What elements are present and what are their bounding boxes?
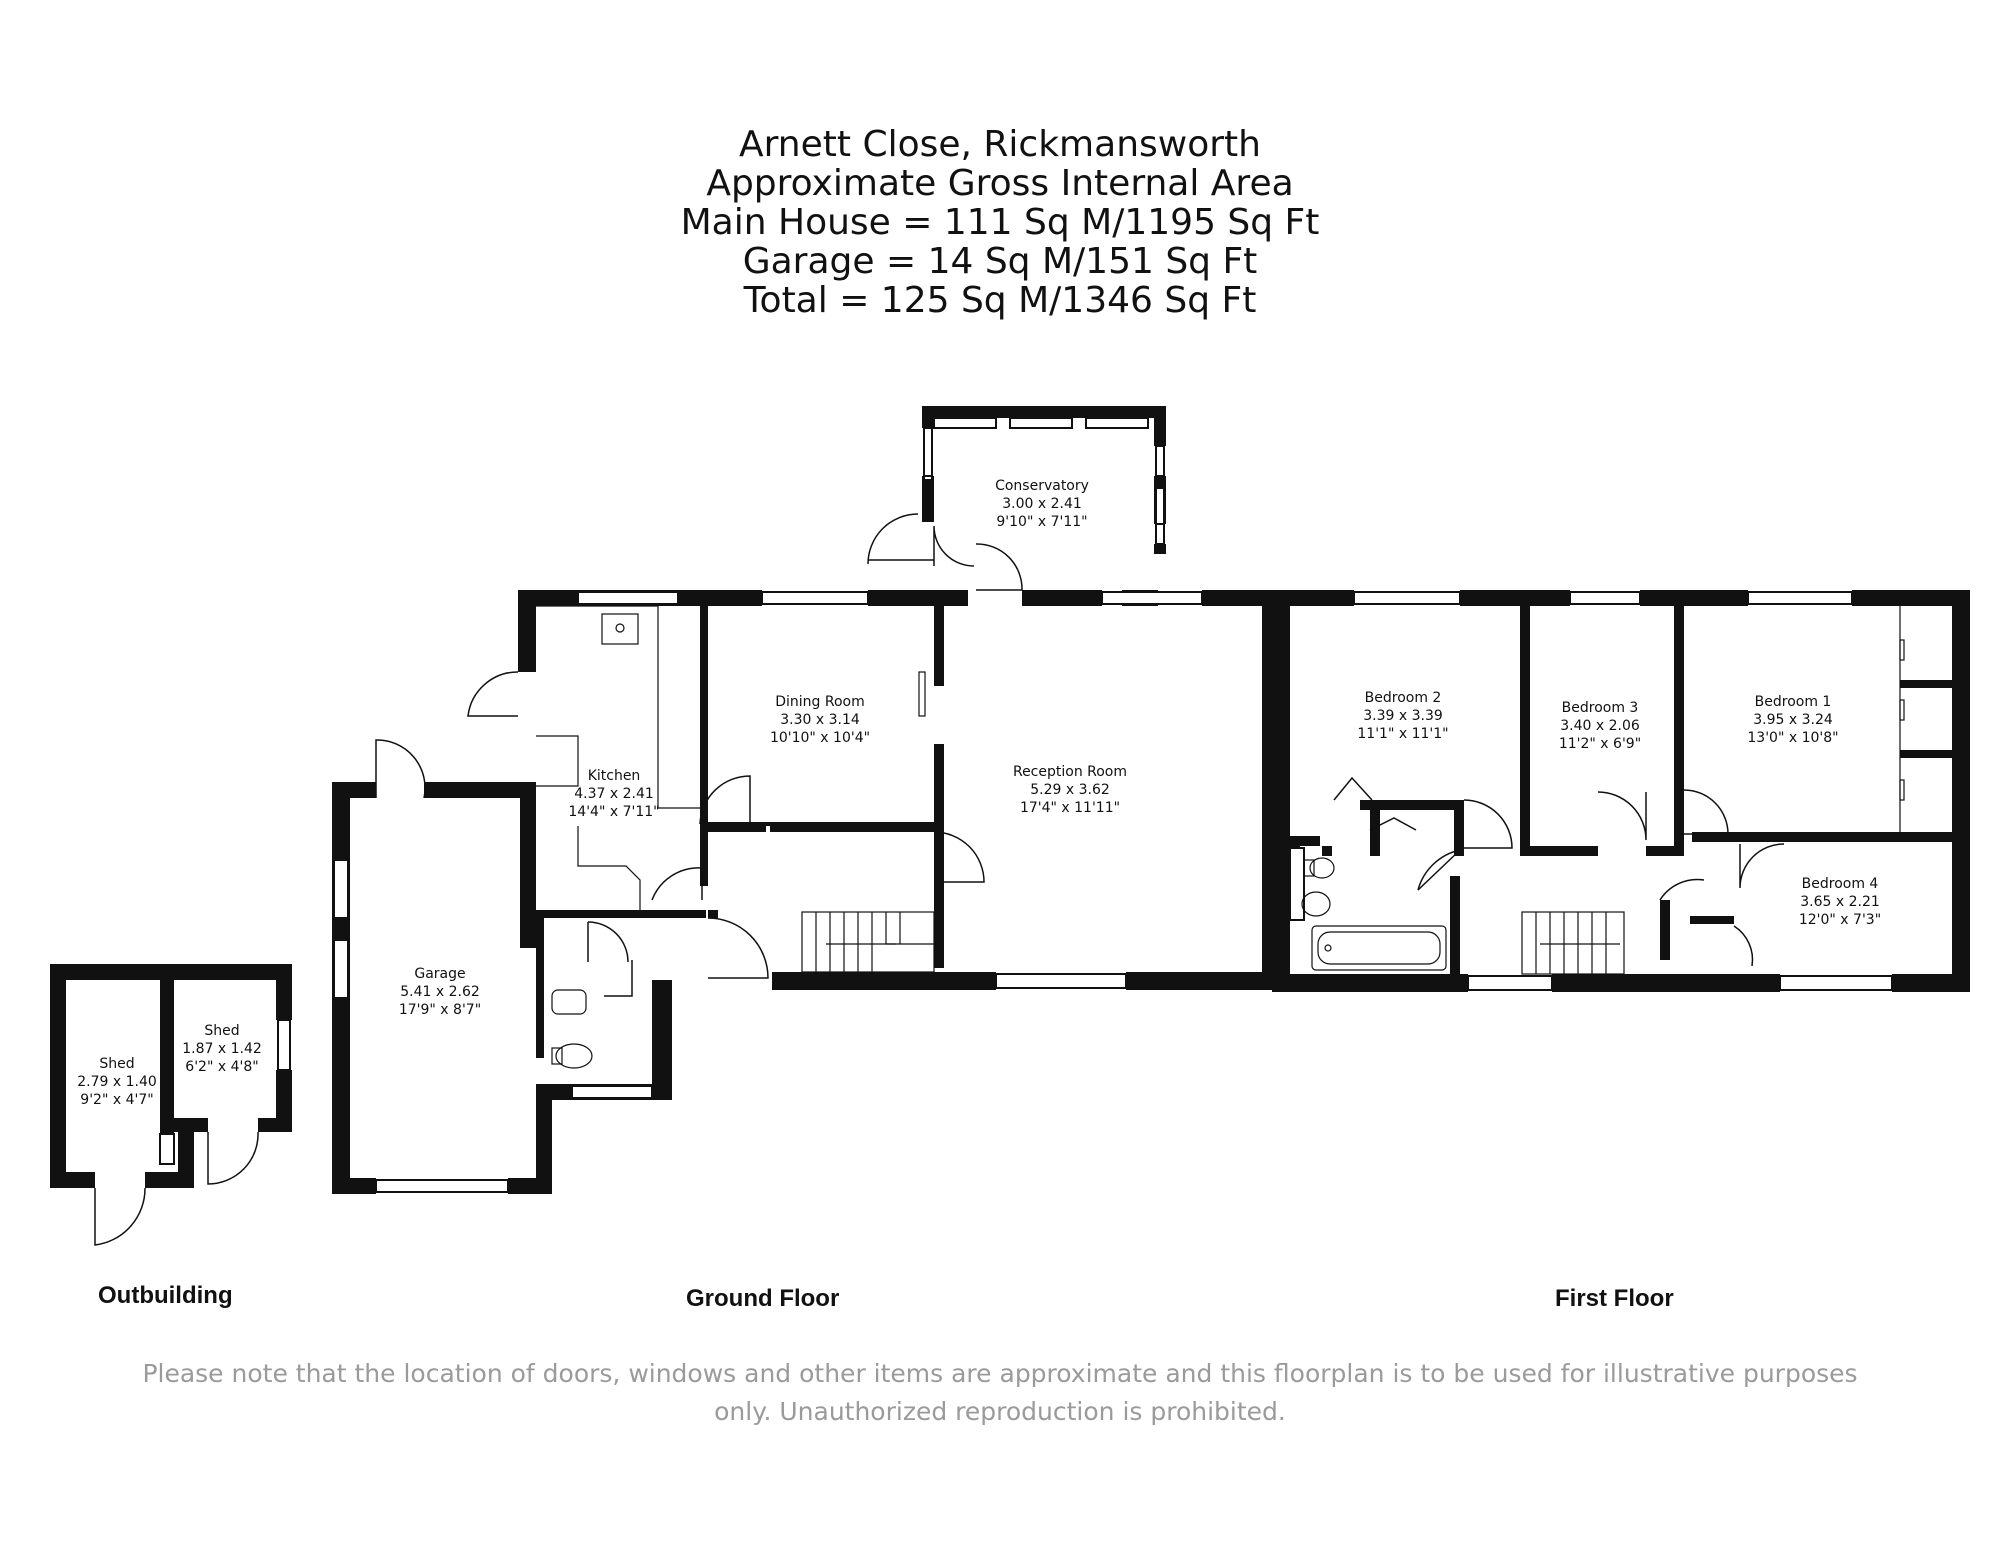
bedroom1-name: Bedroom 1 [1755, 694, 1832, 710]
bedroom1-metric: 3.95 x 3.24 [1753, 712, 1833, 728]
garage-area: Garage = 14 Sq M/151 Sq Ft [742, 241, 1258, 282]
ground-floor-fixtures [536, 605, 935, 1069]
main-house-area: Main House = 111 Sq M/1195 Sq Ft [680, 202, 1320, 243]
shed1-name: Shed [99, 1056, 134, 1072]
conservatory-name: Conservatory [995, 478, 1089, 494]
dining-name: Dining Room [775, 694, 865, 710]
address-title: Arnett Close, Rickmansworth [739, 124, 1261, 165]
first-floor-windows [1289, 591, 1893, 991]
bedroom3-imperial: 11'2" x 6'9" [1559, 736, 1641, 752]
shed2-metric: 1.87 x 1.42 [182, 1041, 262, 1057]
kitchen-imperial: 14'4" x 7'11" [568, 804, 659, 820]
bedroom4-imperial: 12'0" x 7'3" [1799, 912, 1881, 928]
first-floor-walls [1272, 590, 1970, 992]
title-block: Arnett Close, Rickmansworth Approximate … [500, 125, 1500, 320]
total-area: Total = 125 Sq M/1346 Sq Ft [743, 280, 1257, 321]
reception-name: Reception Room [1013, 764, 1127, 780]
first-floor-label: First Floor [1555, 1285, 1674, 1312]
garage-imperial: 17'9" x 8'7" [399, 1002, 481, 1018]
ground-floor-windows [333, 417, 1203, 1193]
outbuilding-label: Outbuilding [98, 1282, 233, 1309]
first-floor-fixtures [1301, 606, 1905, 975]
shed1-metric: 2.79 x 1.40 [77, 1074, 157, 1090]
ground-floor-walls [332, 406, 1280, 1194]
shed2-imperial: 6'2" x 4'8" [185, 1059, 258, 1075]
first-floor-doors [1333, 776, 1785, 967]
garage-name: Garage [414, 966, 465, 982]
bedroom4-name: Bedroom 4 [1802, 876, 1879, 892]
kitchen-name: Kitchen [588, 768, 641, 784]
bedroom3-metric: 3.40 x 2.06 [1560, 718, 1640, 734]
bedroom2-metric: 3.39 x 3.39 [1363, 708, 1443, 724]
bedroom4-metric: 3.65 x 2.21 [1800, 894, 1880, 910]
shed2-name: Shed [204, 1023, 239, 1039]
ground-floor-label: Ground Floor [686, 1285, 840, 1312]
reception-imperial: 17'4" x 11'11" [1020, 800, 1120, 816]
conservatory-metric: 3.00 x 2.41 [1002, 496, 1082, 512]
dining-metric: 3.30 x 3.14 [780, 712, 860, 728]
kitchen-metric: 4.37 x 2.41 [574, 786, 654, 802]
outbuilding-plan [50, 964, 292, 1188]
bedroom3-name: Bedroom 3 [1562, 700, 1639, 716]
ground-floor-doors [375, 513, 1023, 997]
garage-metric: 5.41 x 2.62 [400, 984, 480, 1000]
bedroom2-name: Bedroom 2 [1365, 690, 1442, 706]
dining-imperial: 10'10" x 10'4" [770, 730, 870, 746]
disclaimer-text: Please note that the location of doors, … [142, 1359, 1858, 1426]
conservatory-imperial: 9'10" x 7'11" [996, 514, 1087, 530]
reception-metric: 5.29 x 3.62 [1030, 782, 1110, 798]
outbuilding-doors [94, 1131, 259, 1246]
bedroom1-imperial: 13'0" x 10'8" [1747, 730, 1838, 746]
area-heading: Approximate Gross Internal Area [706, 163, 1294, 204]
bedroom2-imperial: 11'1" x 11'1" [1357, 726, 1448, 742]
shed1-imperial: 9'2" x 4'7" [80, 1092, 153, 1108]
